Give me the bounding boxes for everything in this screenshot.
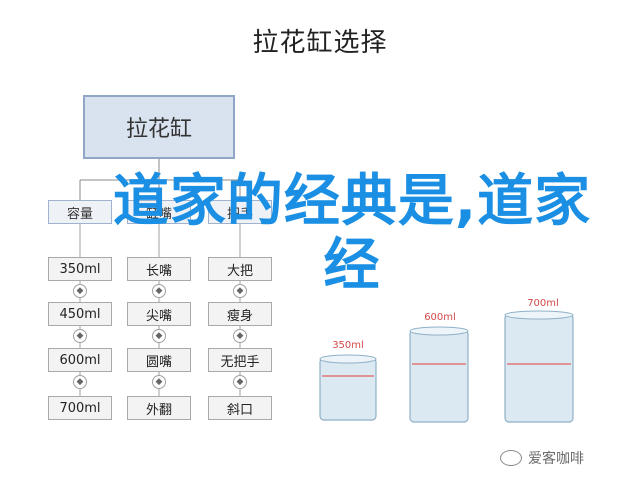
- root-node: 拉花缸: [83, 95, 235, 159]
- connector-icon: ◆: [73, 284, 87, 298]
- item-handle-1: 大把: [208, 257, 272, 281]
- connector-icon: ◆: [233, 284, 247, 298]
- item-capacity-2: 450ml: [48, 302, 112, 326]
- item-spout-3: 圆嘴: [127, 348, 191, 372]
- item-handle-2: 瘦身: [208, 302, 272, 326]
- wechat-icon: [500, 450, 522, 466]
- cup-600-icon: [409, 326, 469, 423]
- watermark-text: 爱客咖啡: [528, 451, 584, 467]
- item-handle-3: 无把手: [208, 348, 272, 372]
- overlay-text: 道家的经典是,道家经: [112, 169, 592, 298]
- connector-icon: ◆: [73, 329, 87, 343]
- connector-icon: ◆: [152, 329, 166, 343]
- item-spout-2: 尖嘴: [127, 302, 191, 326]
- category-handle: 把手: [208, 200, 272, 224]
- item-spout-1: 长嘴: [127, 257, 191, 281]
- item-capacity-3: 600ml: [48, 348, 112, 372]
- watermark: 爱客咖啡: [500, 448, 584, 468]
- item-handle-4: 斜口: [208, 396, 272, 420]
- cup-350-icon: [319, 354, 377, 421]
- category-spout: 缸嘴: [127, 200, 191, 224]
- connector-icon: ◆: [152, 375, 166, 389]
- connector-icon: ◆: [233, 329, 247, 343]
- cup-label-700: 700ml: [527, 298, 559, 309]
- connector-icon: ◆: [73, 375, 87, 389]
- cup-700-icon: [504, 310, 574, 423]
- cup-label-600: 600ml: [424, 312, 456, 323]
- connector-icon: ◆: [233, 375, 247, 389]
- category-capacity: 容量: [48, 200, 112, 224]
- item-capacity-1: 350ml: [48, 257, 112, 281]
- cup-label-350: 350ml: [332, 340, 364, 351]
- item-capacity-4: 700ml: [48, 396, 112, 420]
- item-spout-4: 外翻: [127, 396, 191, 420]
- diagram-title: 拉花缸选择: [252, 28, 388, 58]
- connector-icon: ◆: [152, 284, 166, 298]
